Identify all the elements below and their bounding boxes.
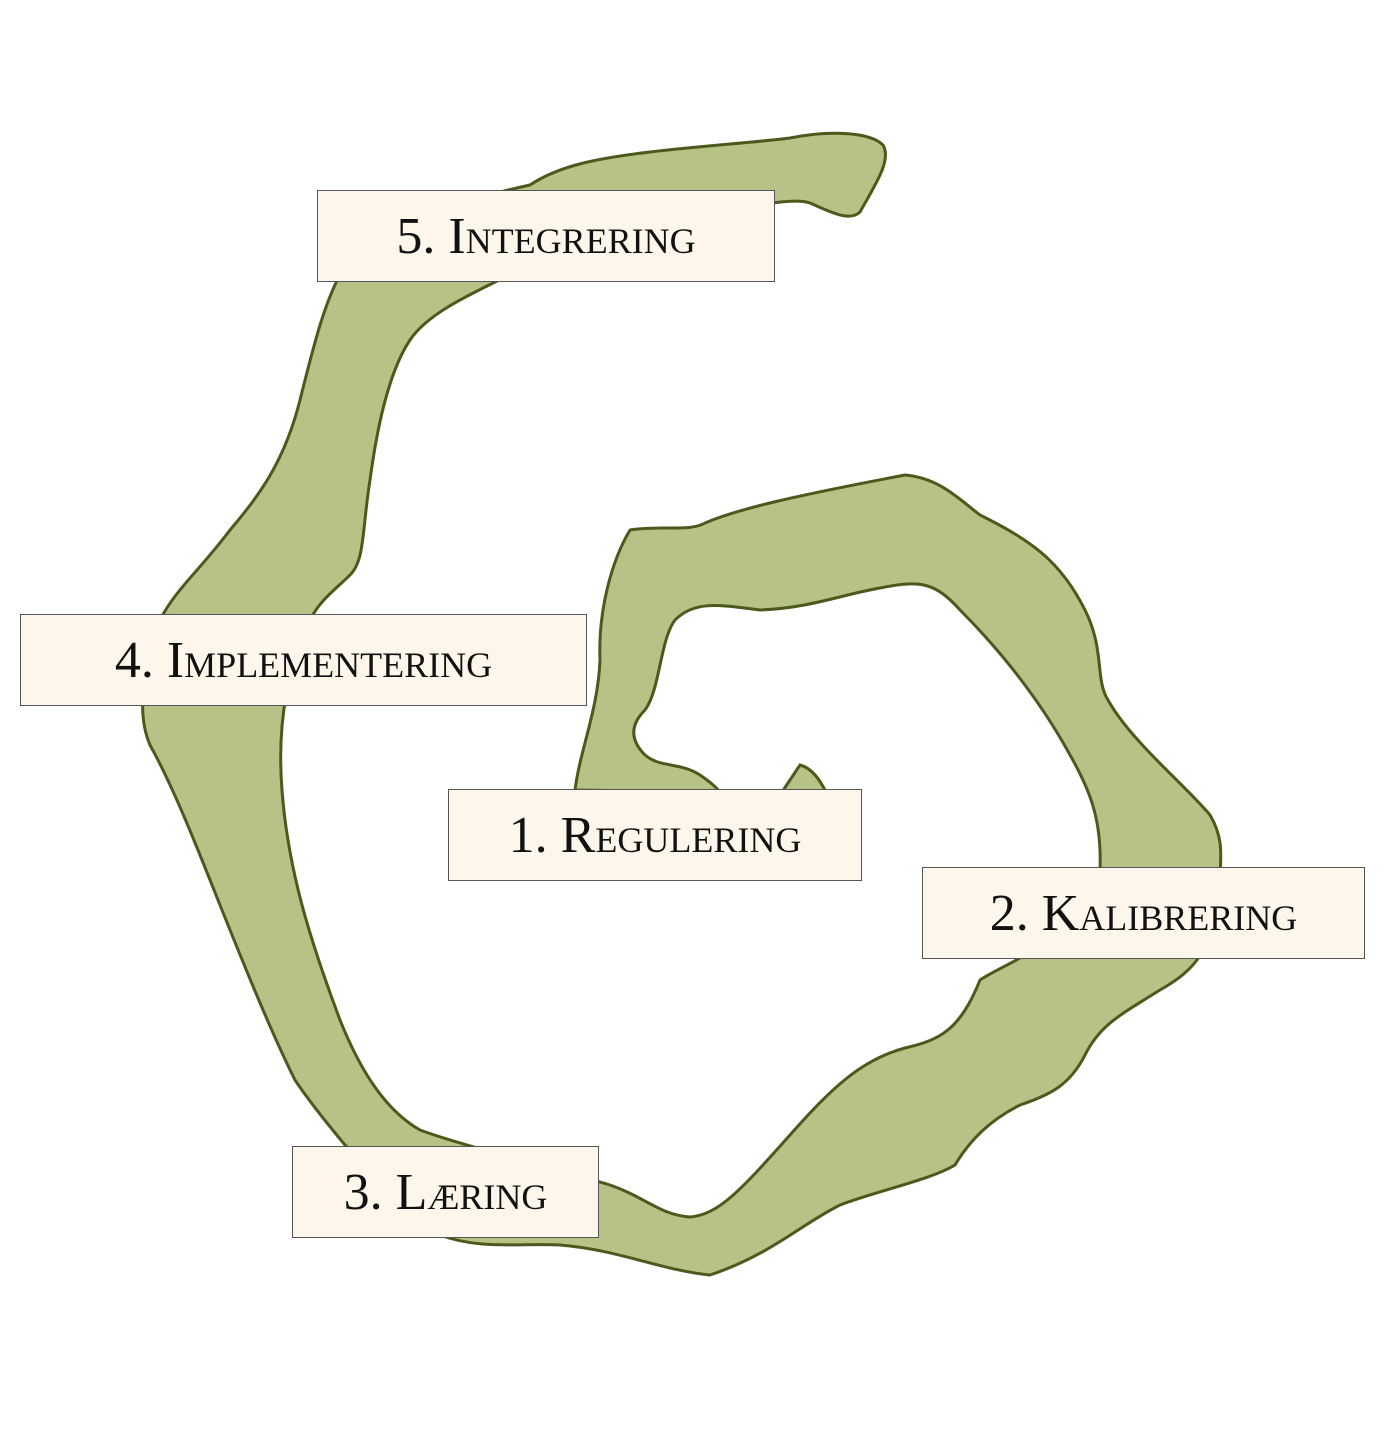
step-label-laering: 3. Læring — [292, 1146, 599, 1238]
spiral-tip — [779, 763, 829, 794]
step-label-integrering: 5. Integrering — [317, 190, 775, 282]
step-label-kalibrering: 2. Kalibrering — [922, 867, 1365, 959]
step-label-regulering: 1. Regulering — [448, 789, 862, 881]
step-label-implementering: 4. Implementering — [20, 614, 587, 706]
